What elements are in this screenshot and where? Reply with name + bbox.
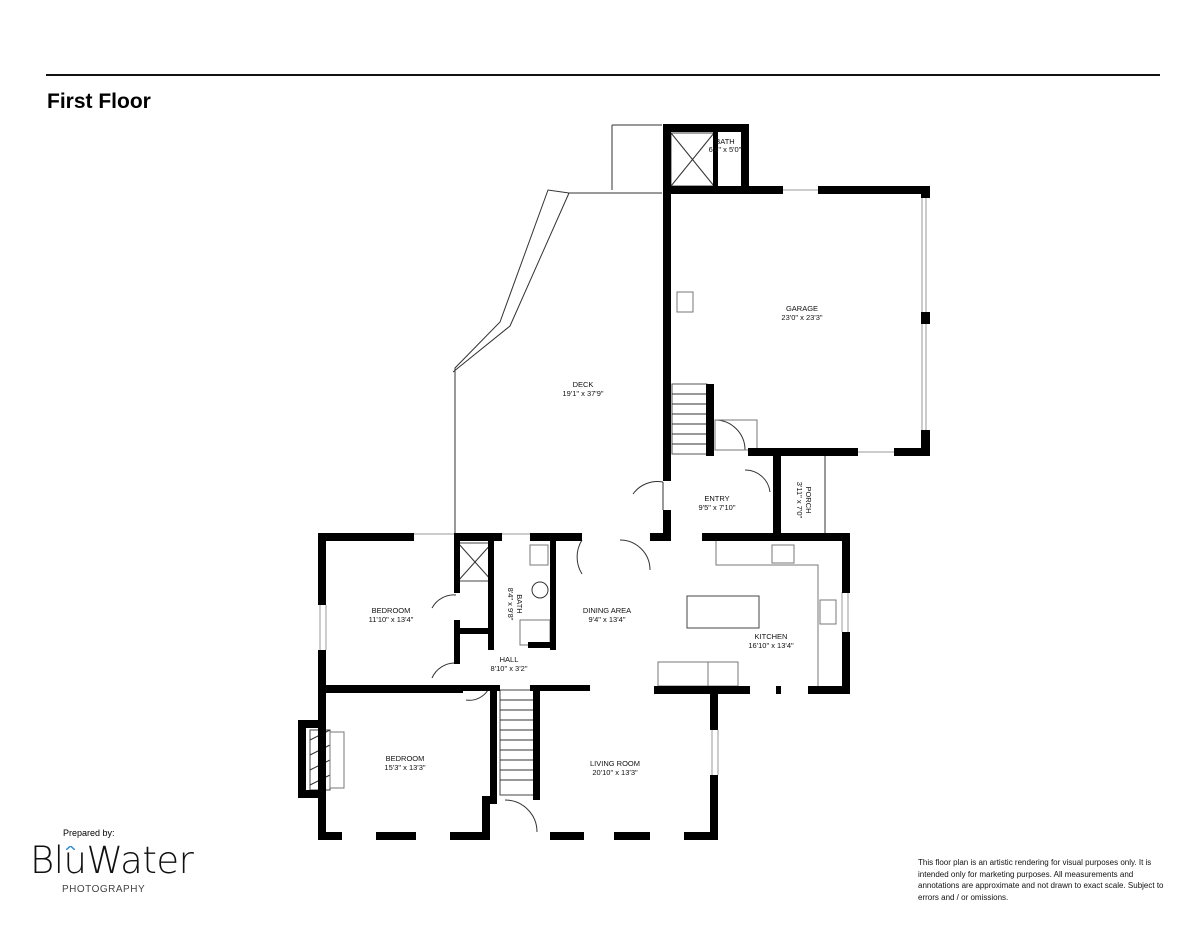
room-size-bath-mid: 8'4" x 9'8" <box>506 588 515 621</box>
thin-lines <box>309 124 927 833</box>
room-name-bath-top: BATH <box>715 137 734 146</box>
room-name-bath-mid: BATH <box>515 594 524 613</box>
company-logo-subtitle: PHOTOGRAPHY <box>62 884 146 895</box>
logo-accent-icon <box>66 846 75 850</box>
room-name-bedroom-upper: BEDROOM <box>372 606 411 615</box>
room-name-kitchen: KITCHEN <box>755 632 788 641</box>
room-name-dining: DINING AREA <box>583 606 631 615</box>
room-size-living: 20'10" x 13'3" <box>592 768 638 777</box>
prepared-by-label: Prepared by: <box>63 828 115 838</box>
room-size-dining: 9'4" x 13'4" <box>589 615 626 624</box>
header-rule <box>46 74 1160 76</box>
page-title: First Floor <box>47 90 151 113</box>
room-size-garage: 23'0" x 23'3" <box>781 313 822 322</box>
room-size-entry: 9'5" x 7'10" <box>699 503 736 512</box>
room-size-deck: 19'1" x 37'9" <box>562 389 603 398</box>
room-name-porch: PORCH <box>804 486 813 513</box>
room-size-kitchen: 16'10" x 13'4" <box>748 641 794 650</box>
walls <box>298 124 930 840</box>
room-name-living: LIVING ROOM <box>590 759 640 768</box>
porch-label-group: PORCH 3'11" x 7'0" <box>795 482 813 519</box>
room-name-hall: HALL <box>500 655 519 664</box>
bath-mid-label-group: BATH 8'4" x 9'8" <box>506 588 524 621</box>
room-size-hall: 8'10" x 3'2" <box>491 664 528 673</box>
company-logo: BluWater <box>30 839 194 882</box>
room-labels: BATH 6'4" x 5'0" GARAGE 23'0" x 23'3" DE… <box>369 137 823 777</box>
room-name-garage: GARAGE <box>786 304 818 313</box>
room-size-bedroom-lower: 15'3" x 13'3" <box>384 763 425 772</box>
room-size-bedroom-upper: 11'10" x 13'4" <box>369 615 414 624</box>
room-size-porch: 3'11" x 7'0" <box>795 482 804 519</box>
room-name-bedroom-lower: BEDROOM <box>386 754 425 763</box>
room-name-deck: DECK <box>573 380 594 389</box>
room-size-bath-top: 6'4" x 5'0" <box>709 145 742 154</box>
room-name-entry: ENTRY <box>704 494 729 503</box>
disclaimer-text: This floor plan is an artistic rendering… <box>918 858 1164 902</box>
